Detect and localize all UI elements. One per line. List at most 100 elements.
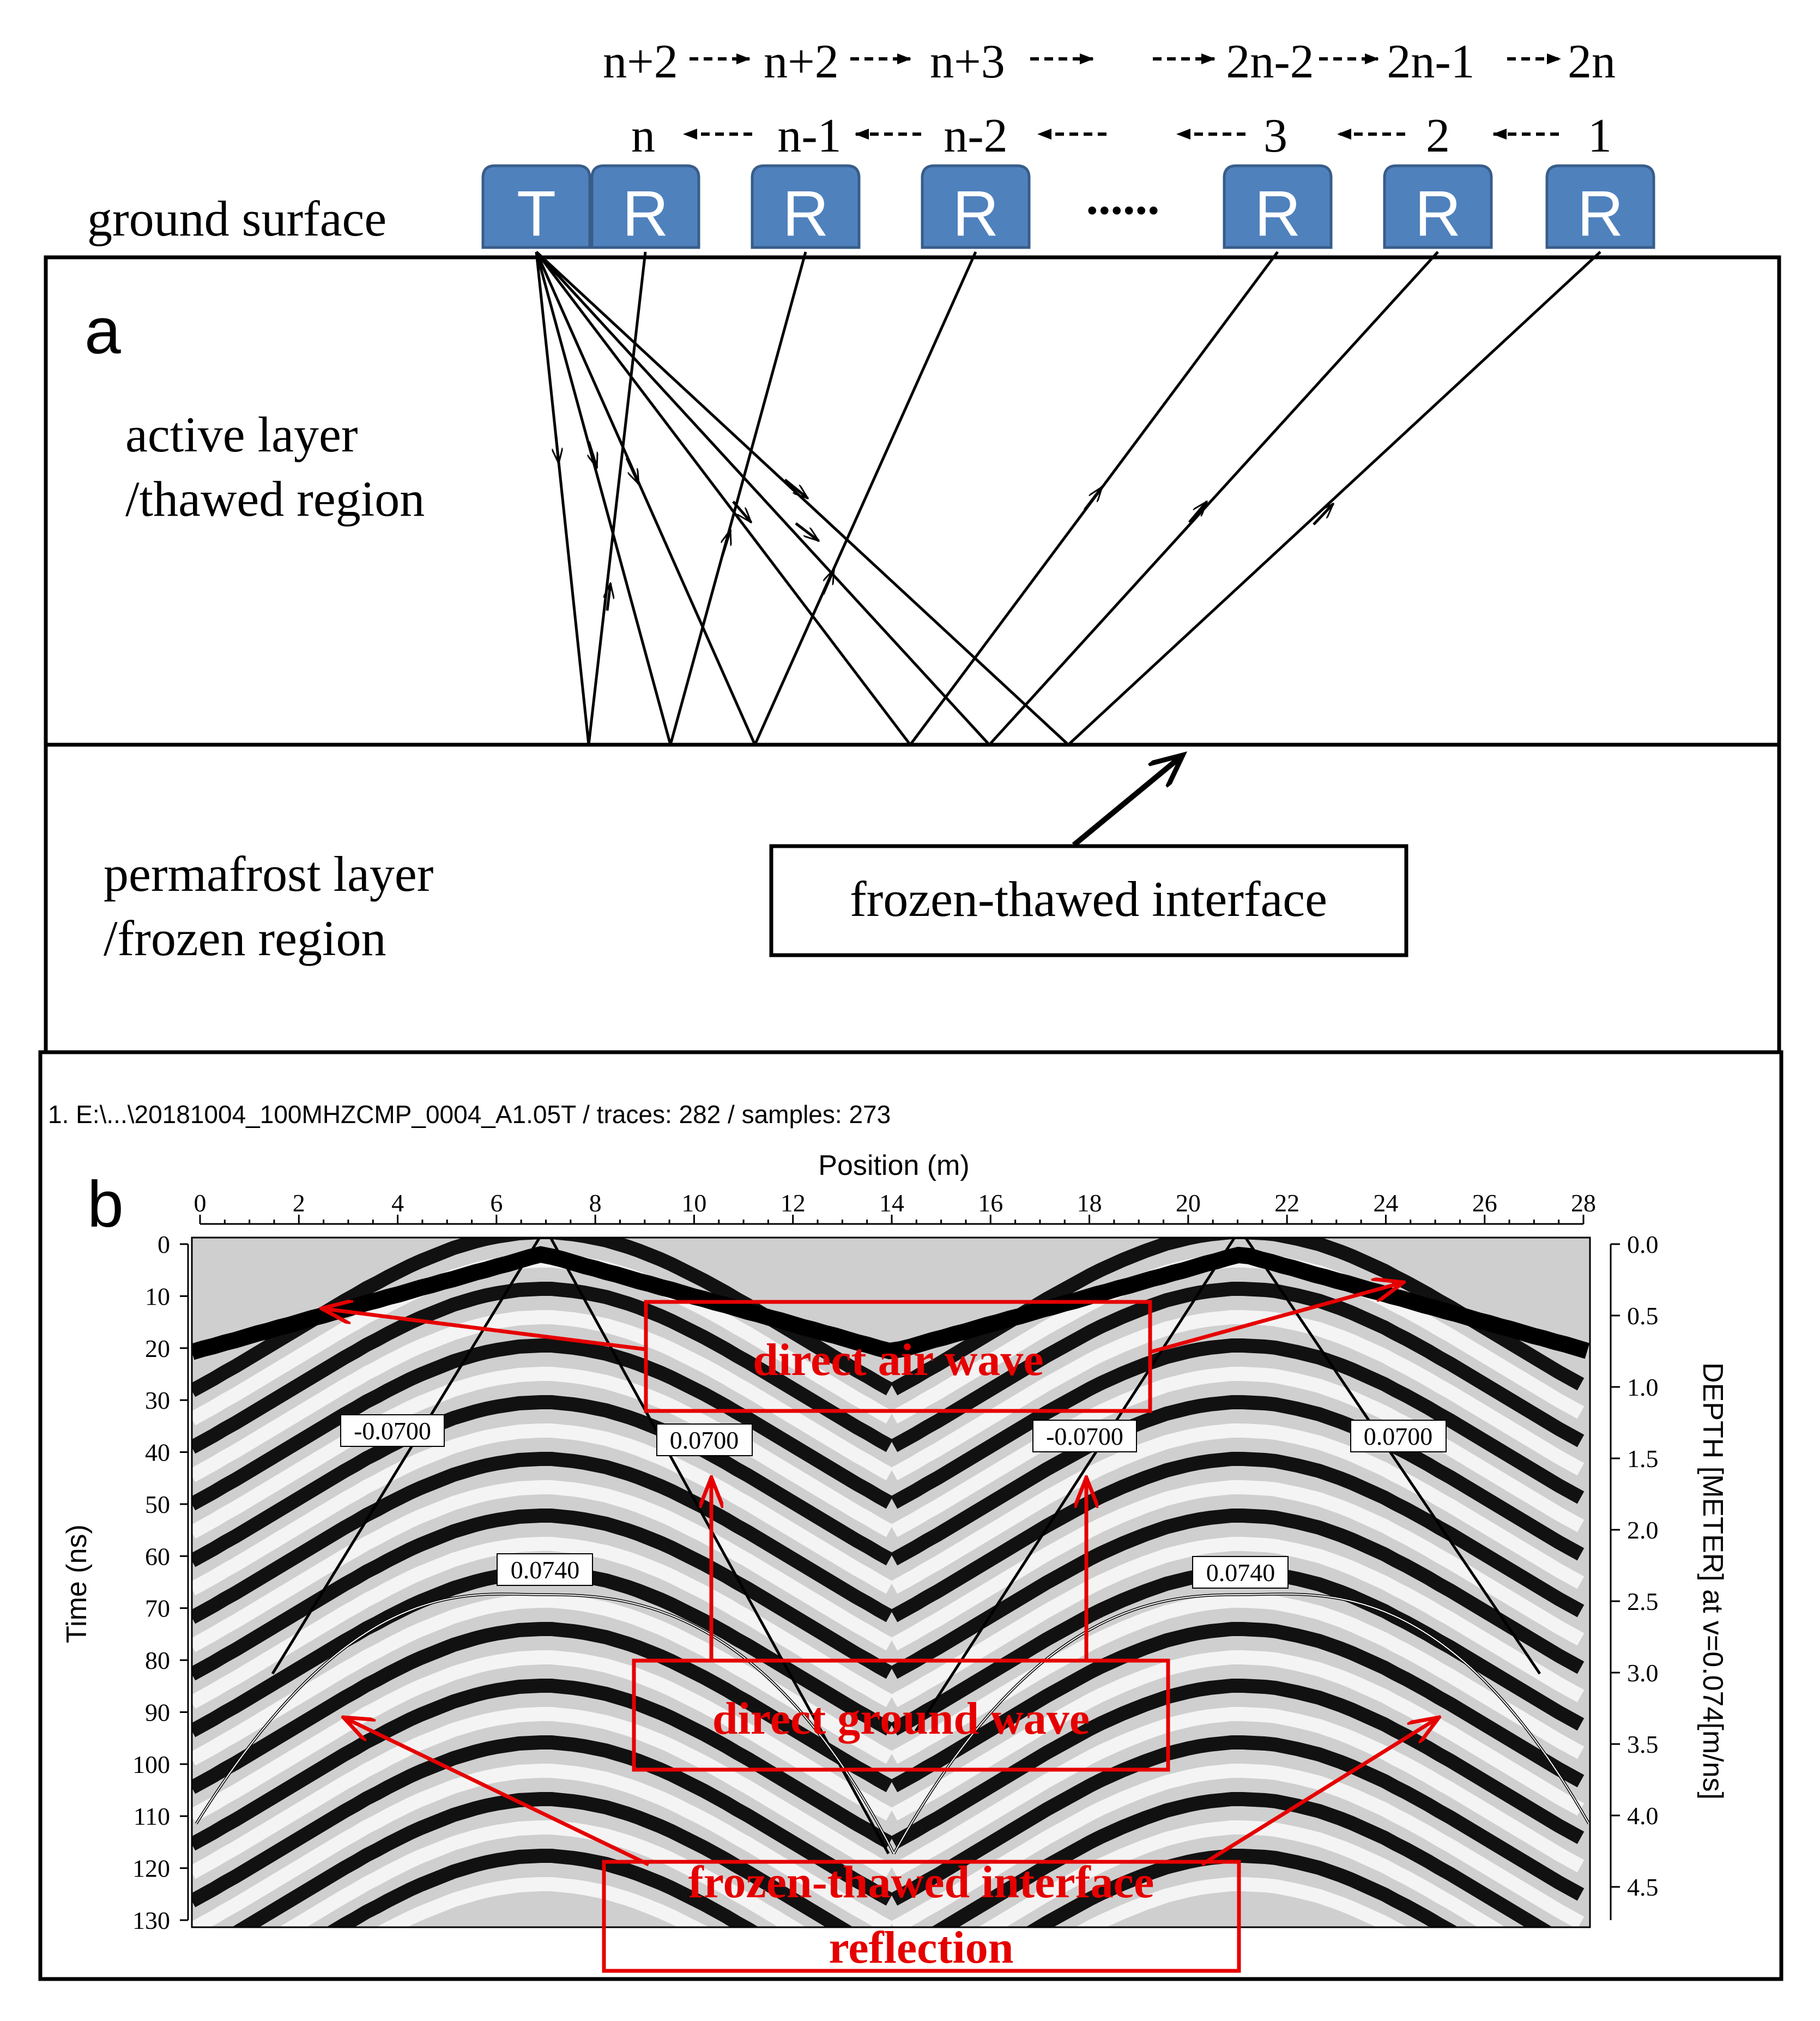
panel-a: a ground surface active layer /thawed re… <box>44 35 1781 1054</box>
radargram-band <box>890 1338 1585 1509</box>
sequence-top-label: n+2 <box>764 35 839 88</box>
radargram-band <box>192 1367 893 1539</box>
reflection-box <box>602 1860 1241 1973</box>
sequence-top-label: n+2 <box>603 35 678 88</box>
radargram-band <box>978 1820 1505 1927</box>
velocity-labels: -0.0700 0.0700 -0.0700 0.0700 0.0740 0.0… <box>340 1414 1447 1589</box>
x-tick-label: 6 <box>490 1189 503 1217</box>
velocity-label: -0.0700 <box>354 1417 431 1445</box>
radargram-band <box>890 1310 1585 1481</box>
y-tick-label: 110 <box>134 1802 170 1830</box>
x-tick-label: 10 <box>681 1189 706 1217</box>
velocity-label: 0.0700 <box>670 1426 739 1454</box>
sequence-bottom-label: n-1 <box>777 110 841 162</box>
antenna-letter: R <box>1577 178 1623 250</box>
ground-wave-box <box>632 1658 1170 1772</box>
sequence-top-label: n+3 <box>930 35 1005 88</box>
radargram-band <box>192 1395 893 1567</box>
interface-callout-label: frozen-thawed interface <box>850 871 1327 927</box>
sequence-bottom-row: n n-1 n-2 3 2 1 <box>631 110 1612 162</box>
radargram-band <box>890 1367 1585 1537</box>
radargram-band <box>890 1650 1585 1821</box>
antenna-ellipsis: ...... <box>1086 171 1160 225</box>
sequence-bottom-label: n <box>631 110 655 162</box>
antenna-letter: R <box>952 178 999 250</box>
radargram-band <box>192 1509 893 1681</box>
radargram-band <box>192 1650 893 1823</box>
radargram-band <box>890 1395 1585 1566</box>
sequence-top-row: n+2 n+2 n+3 2n-2 2n-1 2n <box>603 35 1616 88</box>
sequence-top-label: 2n <box>1568 35 1616 88</box>
radargram-band <box>192 1764 893 1927</box>
radargram-band <box>192 1423 893 1596</box>
x-tick-label: 8 <box>589 1189 602 1217</box>
radargram-band <box>192 1480 893 1652</box>
interface-callout-arrow <box>1072 755 1183 847</box>
ground-surface-label: ground surface <box>87 191 386 246</box>
velocity-label: 0.0700 <box>1364 1422 1433 1450</box>
velocity-label: -0.0700 <box>1046 1422 1123 1450</box>
radargram-band <box>890 1594 1585 1764</box>
right-axis-title: DEPTH [METER] at v=0.074[m/ns] <box>1697 1362 1728 1800</box>
radargram-band <box>192 1282 893 1454</box>
fitted-velocity-outline <box>196 1593 1589 1854</box>
velocity-label: 0.0740 <box>511 1556 580 1584</box>
sequence-bottom-label: 3 <box>1263 110 1287 162</box>
y-tick-label: 40 <box>145 1439 170 1467</box>
thawed-region-label: /thawed region <box>125 471 425 527</box>
radargram-frame <box>191 1236 1591 1928</box>
x-tick-label: 2 <box>293 1189 305 1217</box>
panel-b-frame <box>38 1050 1783 1981</box>
x-tick-label: 12 <box>781 1189 806 1217</box>
y-tick-label: 0 <box>158 1230 170 1258</box>
receiver-antenna: R <box>1545 164 1655 250</box>
air-wave-arrow-right <box>1150 1282 1404 1354</box>
x-tick-label: 16 <box>978 1189 1003 1217</box>
y-tick-label: 30 <box>145 1386 170 1414</box>
y-tick-label: 130 <box>132 1907 170 1934</box>
sequence-top-label: 2n-1 <box>1387 35 1474 88</box>
radargram-band <box>232 1792 854 1927</box>
radargram-band <box>279 1820 806 1927</box>
x-tick-label: 22 <box>1274 1189 1299 1217</box>
radargram-band <box>890 1452 1585 1622</box>
sequence-bottom-label: 1 <box>1588 110 1612 162</box>
x-tick-label: 18 <box>1077 1189 1102 1217</box>
ray-paths <box>535 251 1601 746</box>
radargram-band <box>192 1622 893 1794</box>
ground-wave-label: direct ground wave <box>712 1693 1090 1744</box>
frozen-region-label: /frozen region <box>104 910 386 966</box>
air-wave-box <box>644 1300 1152 1413</box>
radargram-band <box>890 1509 1585 1679</box>
depth-tick-label: 1.0 <box>1627 1373 1659 1401</box>
y-tick-label: 120 <box>132 1855 170 1883</box>
depth-tick-label: 4.5 <box>1627 1873 1659 1901</box>
permafrost-layer-label: permafrost layer <box>104 846 433 902</box>
fit-line-ground-left <box>271 1236 541 1675</box>
reflection-arrow-right <box>1201 1717 1439 1866</box>
reflection-label-line1: frozen-thawed interface <box>688 1857 1154 1908</box>
radargram-band <box>890 1735 1585 1906</box>
sequence-top-label: 2n-2 <box>1226 35 1314 88</box>
radargram-band <box>890 1679 1585 1849</box>
radargram-band <box>890 1480 1585 1651</box>
active-layer-label: active layer <box>125 407 358 462</box>
radargram-band <box>192 1452 893 1624</box>
x-tick-label: 14 <box>879 1189 904 1217</box>
x-tick-label: 0 <box>194 1189 207 1217</box>
radargram-band <box>890 1282 1585 1452</box>
y-tick-label: 90 <box>145 1698 170 1726</box>
fit-line-ground-right <box>1244 1236 1541 1675</box>
depth-tick-label: 2.0 <box>1627 1516 1659 1544</box>
depth-tick-label: 1.5 <box>1627 1445 1659 1473</box>
receiver-antenna: R <box>1223 164 1333 250</box>
radargram-stripes <box>192 1238 1590 1927</box>
interface-callout-box <box>769 844 1408 957</box>
x-tick-label: 20 <box>1176 1189 1201 1217</box>
depth-tick-label: 3.5 <box>1627 1730 1659 1758</box>
panel-b-label: b <box>87 1168 124 1241</box>
x-tick-label: 28 <box>1571 1189 1596 1217</box>
antenna-letter: R <box>1254 178 1301 250</box>
